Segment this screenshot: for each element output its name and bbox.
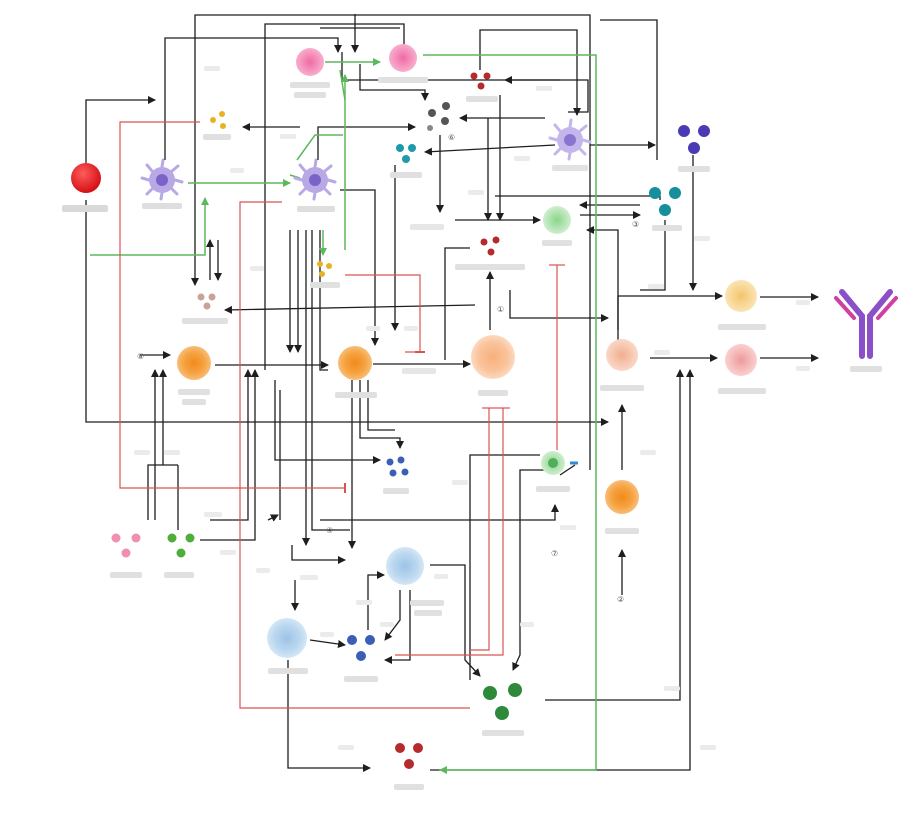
label-blur <box>142 203 182 209</box>
marker-group: ⑧ ⑥ ③ ① ② ⑦ ④ <box>137 133 639 604</box>
node-cytokine-purple <box>678 125 710 154</box>
label-blur <box>414 610 442 616</box>
node-cytokine-teal-small <box>396 144 416 163</box>
marker-5: ② <box>617 595 624 604</box>
label-blur <box>466 96 498 102</box>
label-blur <box>394 784 424 790</box>
node-cytokine-blue-small <box>386 456 409 477</box>
marker-2: ⑥ <box>448 133 455 142</box>
label-blur <box>410 600 444 606</box>
antibody-icon <box>834 289 898 359</box>
node-red-cell <box>71 163 101 193</box>
label-blur <box>164 572 194 578</box>
marker-3: ③ <box>632 220 639 229</box>
node-cytokine-green-small <box>167 533 195 558</box>
label-blur <box>552 165 588 171</box>
label-blur <box>600 385 644 391</box>
label-blur <box>383 488 409 494</box>
node-peach-large <box>471 335 515 379</box>
label-blur <box>536 486 570 492</box>
node-cytokine-dark-red <box>470 72 491 90</box>
label-blur <box>410 224 444 230</box>
marker-1: ⑧ <box>137 352 144 361</box>
label-blur <box>718 324 766 330</box>
label-blur <box>344 676 378 682</box>
label-blur <box>178 389 210 395</box>
node-green-cell-right <box>541 451 578 475</box>
node-cytokine-beige <box>197 293 216 310</box>
label-blur <box>652 225 682 231</box>
node-mast-cell-pink <box>296 48 324 76</box>
node-th-green <box>543 206 571 234</box>
label-blur <box>110 572 142 578</box>
marker-7: ④ <box>326 526 333 535</box>
black-arrows <box>85 14 819 772</box>
label-blur <box>605 528 639 534</box>
node-cytokine-black <box>427 102 450 131</box>
node-skin-cell <box>606 339 638 371</box>
label-blur <box>294 92 326 98</box>
label-blur <box>335 392 377 398</box>
node-dc-center <box>293 158 337 201</box>
marker-4: ① <box>497 305 504 314</box>
node-yellow-cell <box>725 280 757 312</box>
node-cytokine-green-large <box>483 683 522 720</box>
node-salmon-cell <box>725 344 757 376</box>
node-orange-right <box>605 480 639 514</box>
node-cytokine-blue-large <box>347 635 375 661</box>
node-blue-cell-center <box>386 547 424 585</box>
label-blur <box>297 206 335 212</box>
label-blur <box>378 77 428 83</box>
label-blur <box>678 166 710 172</box>
label-blur <box>478 390 508 396</box>
label-blur <box>718 388 766 394</box>
label-blur <box>268 668 308 674</box>
node-cytokine-yellow-top <box>210 111 226 129</box>
marker-6: ⑦ <box>551 549 558 558</box>
node-cytokine-teal-large <box>649 187 681 216</box>
label-blur <box>402 368 436 374</box>
red-inhibition-lines <box>119 121 565 709</box>
label-blur <box>390 172 422 178</box>
label-blur <box>542 240 572 246</box>
label-blur <box>310 282 340 288</box>
label-blur <box>182 318 228 324</box>
node-cytokine-red-mid <box>480 236 500 256</box>
label-blur <box>482 730 524 736</box>
node-cytokine-pink <box>111 533 141 558</box>
label-blur <box>850 366 882 372</box>
node-blue-cell-left <box>267 618 307 658</box>
label-blur <box>455 264 525 270</box>
label-blur <box>290 82 330 88</box>
node-dc-right <box>548 118 592 161</box>
node-dc-left <box>140 158 184 201</box>
node-cytokine-yellow-mid <box>317 261 332 277</box>
label-blur <box>62 205 108 212</box>
label-blur <box>203 134 231 140</box>
green-arrows <box>90 54 597 774</box>
edge-label-blurs <box>134 66 810 750</box>
node-cytokine-red-bottom <box>395 743 423 769</box>
node-pink-cell-top <box>389 44 417 72</box>
node-orange-left <box>177 346 211 380</box>
node-orange-center <box>338 346 372 380</box>
label-blur <box>182 399 206 405</box>
